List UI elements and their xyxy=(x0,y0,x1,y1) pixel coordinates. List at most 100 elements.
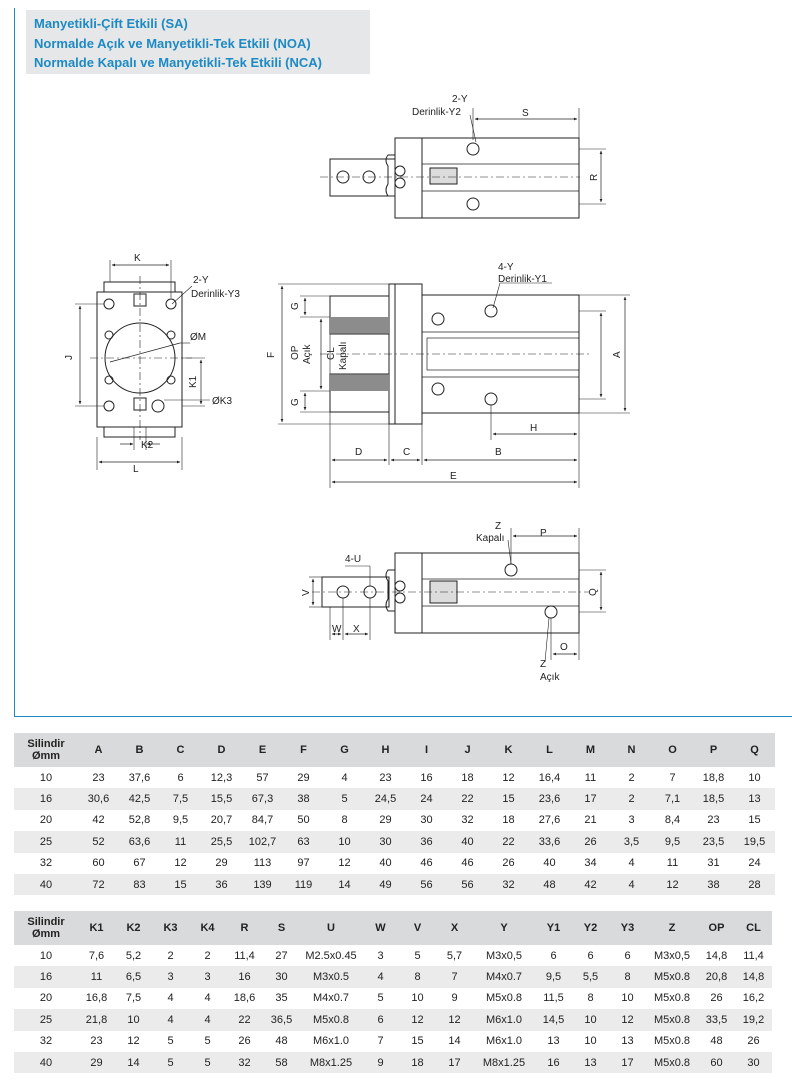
table-cell: 12 xyxy=(652,873,693,896)
table-cell: 16 xyxy=(535,1051,572,1074)
front-view-jaw-bottom-shade xyxy=(330,374,389,391)
front-view-hole xyxy=(484,392,498,406)
table-cell: M4x0.7 xyxy=(312,992,350,1005)
table-cell: 24 xyxy=(748,857,761,870)
column-header: Silindir Ømm xyxy=(14,911,78,945)
table-cell: 6 xyxy=(550,949,557,962)
cylinder-size-cell: 32 xyxy=(39,857,53,870)
table-cell: 4 xyxy=(204,992,211,1005)
side-view xyxy=(75,260,210,470)
column-header: C xyxy=(160,733,201,767)
table-cell: 11,4 xyxy=(743,949,764,962)
table-cell: 24,5 xyxy=(365,788,406,810)
table-cell: 26 xyxy=(747,1035,760,1048)
table-cell: 38 xyxy=(693,873,734,896)
table-cell: 13 xyxy=(572,1051,609,1074)
bottom-view-end-cap xyxy=(394,552,423,634)
table-cell: 56 xyxy=(406,873,447,896)
front-view-f-label: F xyxy=(266,352,277,358)
table-cell: 18,5 xyxy=(693,788,734,810)
table-cell: M5x0.8 xyxy=(300,1009,362,1031)
bottom-view-hole xyxy=(544,605,558,619)
column-header: Y3 xyxy=(609,911,646,945)
table-cell: 10 xyxy=(411,992,424,1005)
column-header: K2 xyxy=(115,911,152,945)
table-cell: 9,5 xyxy=(535,966,572,988)
table-cell: 30 xyxy=(735,1051,772,1074)
table-cell: 10 xyxy=(621,992,634,1005)
table-cell: 63 xyxy=(283,831,324,853)
table-cell: 14 xyxy=(115,1051,152,1074)
side-view-depth-label: Derinlik-Y3 xyxy=(191,289,240,300)
bottom-view-kapali-label: Kapalı xyxy=(476,533,504,544)
table-cell: 4 xyxy=(611,873,652,896)
table-cell: 15,5 xyxy=(201,788,242,810)
column-header: K1 xyxy=(78,911,115,945)
table-cell: 23,6 xyxy=(529,788,570,810)
table-cell: 52 xyxy=(78,831,119,853)
cylinder-size-cell: 16 xyxy=(14,788,78,810)
table-cell: 32 xyxy=(488,873,529,896)
table-cell: M8x1.25 xyxy=(473,1051,535,1074)
bottom-view-v-label: V xyxy=(301,589,312,596)
top-view-holes-label: 2-Y xyxy=(452,94,468,105)
front-view-g-top-label: G xyxy=(290,302,301,310)
table-cell: 24 xyxy=(406,788,447,810)
table-cell: M3x0.5 xyxy=(300,966,362,988)
table-cell: 11,4 xyxy=(234,949,255,962)
table-cell: 34 xyxy=(584,857,597,870)
table-cell: 12 xyxy=(399,1009,436,1031)
table-cell: 33,5 xyxy=(698,1009,735,1031)
front-view-hole xyxy=(431,312,445,326)
table-cell: 19,5 xyxy=(734,831,775,853)
table-cell: 26 xyxy=(570,831,611,853)
header-line-1: Manyetikli-Çift Etkili (SA) xyxy=(34,16,188,31)
table-cell: 48 xyxy=(529,873,570,896)
side-view-hole xyxy=(103,400,115,412)
table-cell: 27 xyxy=(275,949,288,962)
bottom-view-q-label: Q xyxy=(588,588,599,596)
table-cell: 7 xyxy=(669,771,676,784)
table-cell: 97 xyxy=(297,857,310,870)
table-cell: 30 xyxy=(263,966,300,988)
table-cell: 46 xyxy=(461,857,474,870)
header-line-2: Normalde Açık ve Manyetikli-Tek Etkili (… xyxy=(34,36,311,51)
table-cell: 10 xyxy=(324,831,365,853)
table-cell: 37,6 xyxy=(128,771,151,784)
front-view-a-label: A xyxy=(612,351,623,358)
top-view-s-label: S xyxy=(522,108,529,119)
cylinder-size-cell: 20 xyxy=(39,814,53,827)
table-cell: 48 xyxy=(275,1035,288,1048)
table-cell: 22 xyxy=(226,1009,263,1031)
table-cell: 84,7 xyxy=(251,814,274,827)
table-cell: 5,5 xyxy=(572,966,609,988)
column-header: N xyxy=(611,733,652,767)
table-cell: 31 xyxy=(707,857,720,870)
front-view-d-label: D xyxy=(355,447,362,458)
table-cell: 2 xyxy=(628,771,635,784)
front-view-depth-label: Derinlik-Y1 xyxy=(498,274,547,285)
top-view-depth-label: Derinlik-Y2 xyxy=(412,107,461,118)
table-cell: 5 xyxy=(152,1051,189,1074)
table-cell: 18 xyxy=(502,814,515,827)
table-cell: M3x0,5 xyxy=(653,949,691,962)
table-cell: 63,6 xyxy=(119,831,160,853)
table-cell: 50 xyxy=(297,814,310,827)
table-cell: 12 xyxy=(609,1009,646,1031)
side-view-k1-label: K1 xyxy=(188,375,199,388)
table-cell: 72 xyxy=(78,873,119,896)
bottom-view-p-label: P xyxy=(540,528,547,539)
table-cell: 23 xyxy=(92,771,105,784)
table-cell: 58 xyxy=(263,1051,300,1074)
front-view-hole xyxy=(484,304,498,318)
table-cell: 6 xyxy=(177,771,184,784)
table-cell: 11 xyxy=(78,966,115,988)
table-cell: 21,8 xyxy=(78,1009,115,1031)
table-cell: 4 xyxy=(189,1009,226,1031)
